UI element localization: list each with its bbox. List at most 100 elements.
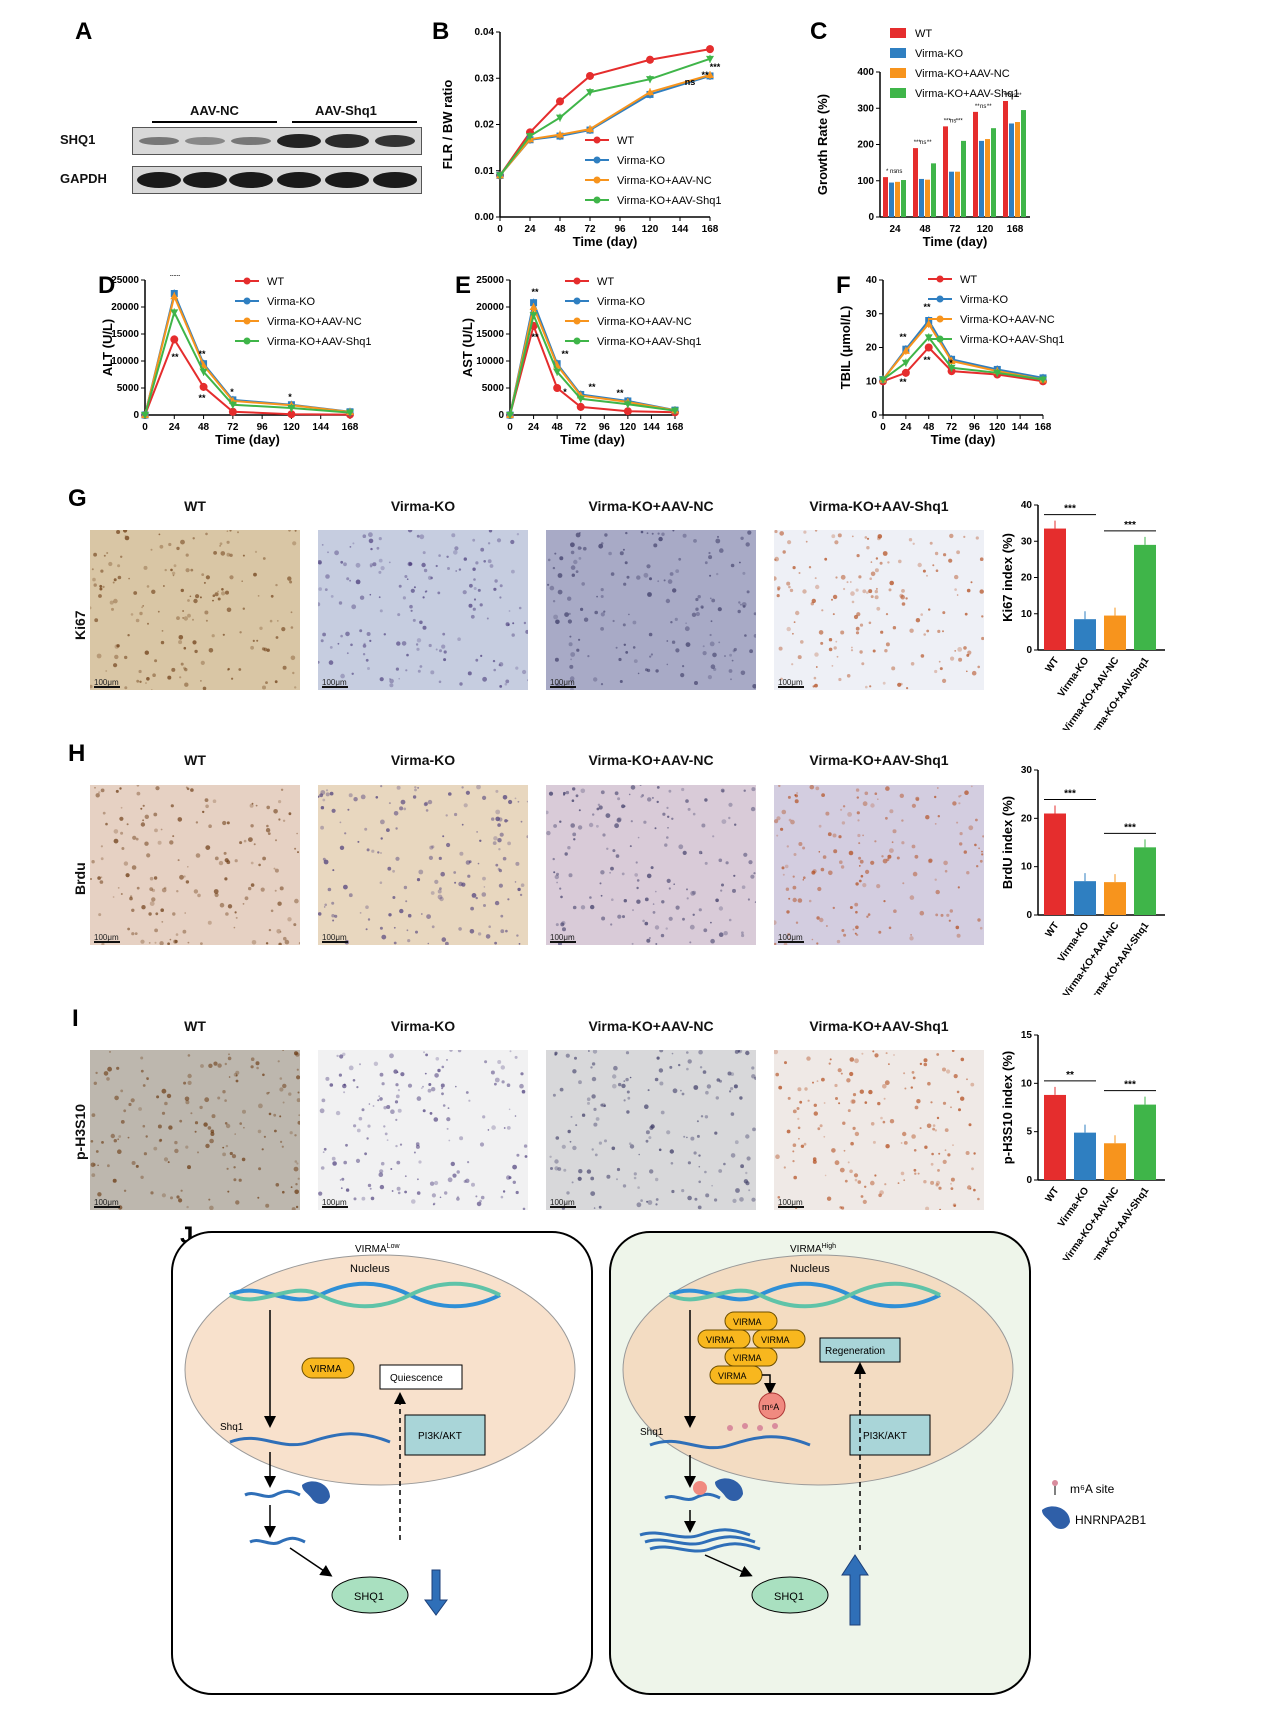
y-tick-label: 0.03 xyxy=(475,73,495,84)
x-tick-label: 24 xyxy=(524,224,536,235)
dna-helix-right xyxy=(669,1281,941,1309)
ihc-image: 100μm xyxy=(774,530,984,690)
ihc-image: 100μm xyxy=(90,1050,300,1210)
ihc-image: 100μm xyxy=(318,530,528,690)
y-axis-label: ALT (U/L) xyxy=(100,319,115,377)
chart-brdu-index: 0102030WTVirma-KOVirma-KO+AAV-NC48hVirma… xyxy=(1000,765,1165,995)
legend-label: Virma-KO+AAV-Shq1 xyxy=(597,336,701,348)
bar xyxy=(895,181,900,217)
y-tick-label: 0 xyxy=(498,410,504,421)
y-tick-label: 100 xyxy=(857,176,874,187)
x-tick-label: 120 xyxy=(989,422,1006,433)
ihc-texture xyxy=(774,1050,980,1210)
x-tick-label: 72 xyxy=(949,224,961,235)
blot-group-shq1-label: AAV-Shq1 xyxy=(315,103,377,118)
data-point xyxy=(170,309,179,317)
y-tick-label: 10 xyxy=(1021,862,1033,873)
blot-row-shq1-label: SHQ1 xyxy=(60,132,96,147)
legend-label: Virma-KO+AAV-Shq1 xyxy=(617,195,721,207)
data-point xyxy=(901,359,910,367)
y-tick-label: 20 xyxy=(1021,813,1033,824)
scale-bar: 100μm xyxy=(550,678,576,688)
blot-group-nc-label: AAV-NC xyxy=(190,103,239,118)
bar xyxy=(1009,123,1014,217)
pi3k-left: PI3K/AKT xyxy=(418,1431,462,1442)
y-axis-label: BrdU index (%) xyxy=(1000,796,1015,889)
data-point xyxy=(706,55,714,63)
ihc-texture xyxy=(90,530,297,690)
panel-label-a: A xyxy=(75,18,93,45)
bar xyxy=(1074,619,1096,650)
data-point xyxy=(529,312,538,320)
cell-right-title: VIRMAHigh xyxy=(790,1243,836,1255)
ihc-texture xyxy=(549,1050,756,1210)
blot-group-nc-line xyxy=(152,121,277,123)
ihc-column-title: Virma-KO+AAV-Shq1 xyxy=(809,752,949,768)
significance-label: * xyxy=(288,392,292,402)
legend-marker xyxy=(593,156,601,164)
blot-row-gapdh-label: GAPDH xyxy=(60,171,107,186)
significance-label: ** xyxy=(899,377,907,387)
data-point xyxy=(170,292,179,300)
legend-swatch xyxy=(890,88,906,98)
hnrnpa2b1-right xyxy=(715,1478,743,1501)
data-point xyxy=(646,76,654,84)
ihc-image: 100μm xyxy=(318,785,528,945)
y-tick-label: 0 xyxy=(871,410,877,421)
x-tick-label: 72 xyxy=(227,422,239,433)
legend-marker xyxy=(243,337,251,345)
legend-label: Virma-KO xyxy=(267,296,316,308)
bar xyxy=(1104,615,1126,650)
data-point xyxy=(901,368,910,377)
x-tick-label: Virma-KO+AAV-NC xyxy=(1061,655,1121,730)
x-tick-label: 168 xyxy=(1007,224,1024,235)
ihc-texture xyxy=(546,785,756,945)
x-tick-label: 120 xyxy=(642,224,659,235)
virma-complex-4: VIRMA xyxy=(733,1353,762,1363)
data-point xyxy=(623,401,632,409)
blot-gapdh-strip xyxy=(132,166,422,194)
legend-label: Virma-KO+AAV-Shq1 xyxy=(267,336,371,348)
legend-marker xyxy=(936,275,944,283)
bar xyxy=(979,140,984,217)
ihc-column-title: Virma-KO+AAV-NC xyxy=(588,498,714,514)
x-tick-label: 120 xyxy=(977,224,994,235)
panel-label-g: G xyxy=(68,485,87,512)
data-point xyxy=(228,401,237,409)
mrna-left xyxy=(229,1432,391,1447)
scale-bar: 100μm xyxy=(778,933,804,943)
ihc-column-title: WT xyxy=(184,1018,206,1034)
bar xyxy=(991,128,996,217)
x-tick-label: WT xyxy=(1044,1185,1062,1204)
x-tick-label: 96 xyxy=(257,422,269,433)
scale-bar: 100μm xyxy=(550,1198,576,1208)
y-tick-label: 20 xyxy=(1021,573,1033,584)
y-tick-label: 200 xyxy=(857,140,874,151)
y-axis-label: Growth Rate (%) xyxy=(815,94,830,195)
y-tick-label: 0 xyxy=(1026,645,1032,656)
data-point xyxy=(924,319,933,327)
bar xyxy=(1134,847,1156,915)
scale-bar: 100μm xyxy=(778,1198,804,1208)
data-point xyxy=(141,412,149,419)
bar xyxy=(925,179,930,217)
legend-marker xyxy=(573,337,581,345)
x-tick-label: 72 xyxy=(575,422,587,433)
ihc-image: 100μm xyxy=(90,530,300,690)
panel-label-h: H xyxy=(68,740,86,767)
legend-swatch xyxy=(890,28,906,38)
data-point xyxy=(1039,376,1047,384)
bar xyxy=(1134,1104,1156,1180)
series-line-3 xyxy=(499,57,711,176)
y-axis-label: p-H3S10 index (%) xyxy=(1000,1051,1015,1164)
series-line-0 xyxy=(882,346,1044,383)
significance-label: ** xyxy=(531,287,539,297)
bar xyxy=(1044,1094,1066,1180)
data-point xyxy=(706,45,714,54)
x-tick-label: 48 xyxy=(919,224,931,235)
ihc-texture xyxy=(318,530,528,688)
legend-marker xyxy=(593,176,601,184)
ihc-column-title: Virma-KO+AAV-NC xyxy=(588,1018,714,1034)
shq1-protein-right: SHQ1 xyxy=(774,1591,804,1603)
shq1-protein-left: SHQ1 xyxy=(354,1591,384,1603)
